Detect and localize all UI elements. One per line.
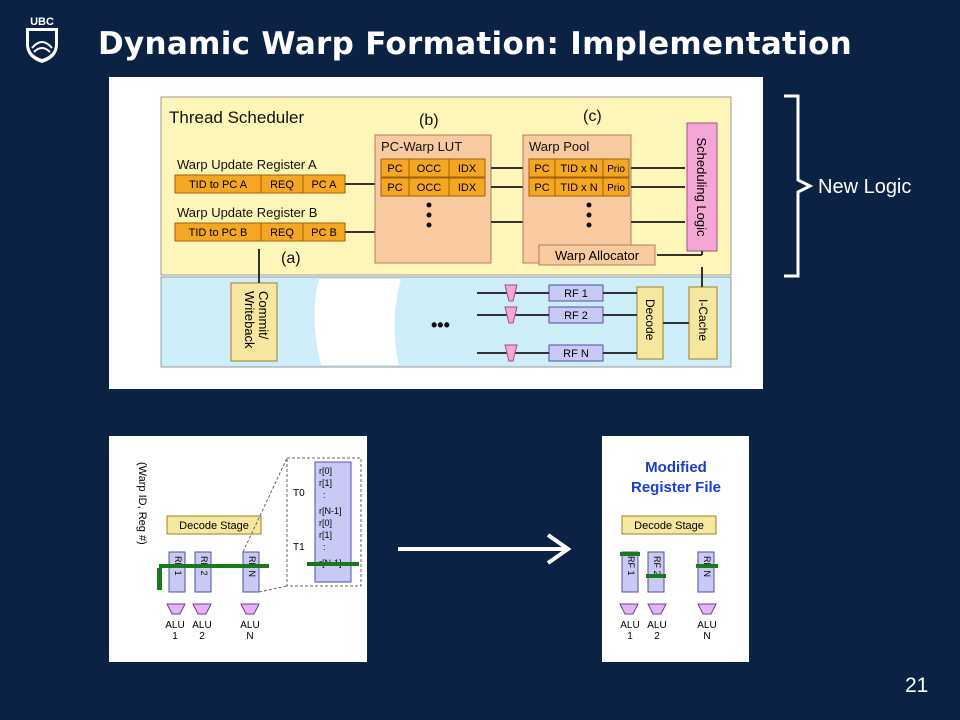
commit-label: Commit/ — [256, 291, 271, 340]
wur-b-text-1: REQ — [270, 227, 294, 239]
writeback-label: Writeback — [242, 291, 257, 349]
decode-label: Decode — [643, 299, 657, 341]
dwf-block-diagram: Thread Scheduler (b) (c) Warp Update Reg… — [160, 96, 732, 368]
svg-text:2: 2 — [654, 631, 660, 642]
page-number: 21 — [905, 674, 929, 697]
svg-text:ALU: ALU — [697, 620, 716, 631]
logo-text: UBC — [30, 16, 54, 28]
new-logic-label: New Logic — [818, 176, 912, 198]
svg-text:OCC: OCC — [417, 182, 442, 194]
icache-label: I-Cache — [696, 299, 710, 341]
rf2-box — [194, 551, 212, 593]
svg-text:IDX: IDX — [458, 163, 477, 175]
svg-text:OCC: OCC — [417, 163, 442, 175]
svg-text::: : — [323, 490, 326, 500]
svg-text:N: N — [246, 631, 253, 642]
decode-stage-label-right: Decode Stage — [634, 520, 704, 532]
decode-stage-label: Decode Stage — [179, 520, 249, 532]
label-c: (c) — [583, 108, 602, 125]
rf1-box — [168, 551, 186, 593]
lut-title: PC-Warp LUT — [381, 139, 462, 154]
svg-text:IDX: IDX — [458, 182, 477, 194]
wur-a-text-2: PC A — [311, 179, 337, 191]
caption-line1: Modified — [645, 459, 707, 476]
svg-text:ALU: ALU — [240, 620, 259, 631]
pipeline-ellipsis: ••• — [431, 315, 450, 335]
warp-pool — [522, 134, 632, 264]
pool-row-2: PC TID x N Prio — [528, 177, 630, 197]
lut-dots — [426, 202, 432, 228]
wur-b-text-2: PC B — [311, 227, 337, 239]
decode-block — [636, 286, 664, 360]
svg-text:ALU: ALU — [165, 620, 184, 631]
svg-text::: : — [323, 542, 326, 552]
svg-text:1: 1 — [172, 631, 178, 642]
warp-allocator — [538, 244, 656, 266]
svg-text:2: 2 — [199, 631, 205, 642]
svg-text:RF N: RF N — [563, 348, 589, 360]
svg-text:TID x N: TID x N — [560, 163, 597, 175]
bottom-right-panel: Modified Register File Decode Stage RF 1… — [602, 436, 749, 662]
lut-row-1: PC OCC IDX — [380, 158, 486, 178]
pc-warp-lut — [374, 134, 492, 264]
warp-reg-label: (Warp ID, Reg #) — [136, 462, 148, 545]
right-arrow-icon — [398, 533, 572, 565]
svg-text:r[1]: r[1] — [319, 530, 332, 540]
warp-allocator-label: Warp Allocator — [555, 248, 640, 263]
pool-dots — [586, 202, 592, 228]
thread-t0: T0 — [293, 488, 305, 499]
ubc-logo-icon: UBC — [26, 16, 58, 63]
svg-text:r[1]: r[1] — [319, 478, 332, 488]
svg-text:N: N — [703, 631, 710, 642]
bottom-left-panel: (Warp ID, Reg #) Decode Stage RF 1 RF 2 … — [109, 436, 367, 662]
svg-text:r[0]: r[0] — [319, 466, 332, 476]
thread-t1: T1 — [293, 542, 305, 553]
wur-a-label: Warp Update Register A — [177, 157, 317, 172]
thread-scheduler-label: Thread Scheduler — [169, 108, 304, 127]
svg-text:Prio: Prio — [607, 183, 625, 194]
input-bar — [157, 568, 162, 590]
caption-line2: Register File — [631, 479, 721, 496]
new-logic-brace — [784, 94, 814, 278]
svg-text:RF 2: RF 2 — [564, 310, 588, 322]
svg-text:TID x N: TID x N — [560, 182, 597, 194]
icache-block — [688, 286, 718, 360]
svg-text:ALU: ALU — [192, 620, 211, 631]
svg-text:RF 1: RF 1 — [564, 288, 588, 300]
original-register-file-diagram: (Warp ID, Reg #) Decode Stage RF 1 RF 2 … — [136, 457, 362, 642]
svg-text:ALU: ALU — [620, 620, 639, 631]
scheduling-logic — [686, 122, 718, 252]
svg-text:r[N-1]: r[N-1] — [319, 506, 342, 516]
svg-text:RF 2: RF 2 — [652, 556, 662, 576]
torn-gap — [314, 279, 401, 365]
rfn-box — [242, 551, 260, 593]
wur-b-text-0: TID to PC B — [189, 227, 248, 239]
label-b: (b) — [419, 112, 439, 129]
decode-stage-box — [166, 515, 262, 535]
pool-row-1: PC TID x N Prio — [528, 158, 630, 178]
wur-b-label: Warp Update Register B — [177, 205, 317, 220]
decode-stage-box-right — [621, 515, 717, 535]
lut-row-2: PC OCC IDX — [380, 177, 486, 197]
svg-text:r[0]: r[0] — [319, 518, 332, 528]
top-diagram-panel: Thread Scheduler (b) (c) Warp Update Reg… — [109, 77, 763, 389]
slide-title: Dynamic Warp Formation: Implementation — [98, 26, 853, 62]
scheduling-logic-label: Scheduling Logic — [694, 137, 709, 237]
svg-text:PC: PC — [387, 182, 402, 194]
modified-register-file-diagram: Modified Register File Decode Stage RF 1… — [619, 459, 721, 642]
svg-text:1: 1 — [627, 631, 633, 642]
wur-a-text-1: REQ — [270, 179, 294, 191]
svg-text:Prio: Prio — [607, 164, 625, 175]
zoom-box — [286, 457, 362, 587]
label-a: (a) — [281, 250, 301, 267]
svg-text:PC: PC — [387, 163, 402, 175]
svg-text:PC: PC — [534, 182, 549, 194]
svg-text:ALU: ALU — [647, 620, 666, 631]
pool-title: Warp Pool — [529, 139, 589, 154]
svg-text:RF 1: RF 1 — [626, 556, 636, 576]
svg-text:PC: PC — [534, 163, 549, 175]
commit-writeback — [230, 282, 278, 362]
wur-a-text-0: TID to PC A — [189, 179, 248, 191]
